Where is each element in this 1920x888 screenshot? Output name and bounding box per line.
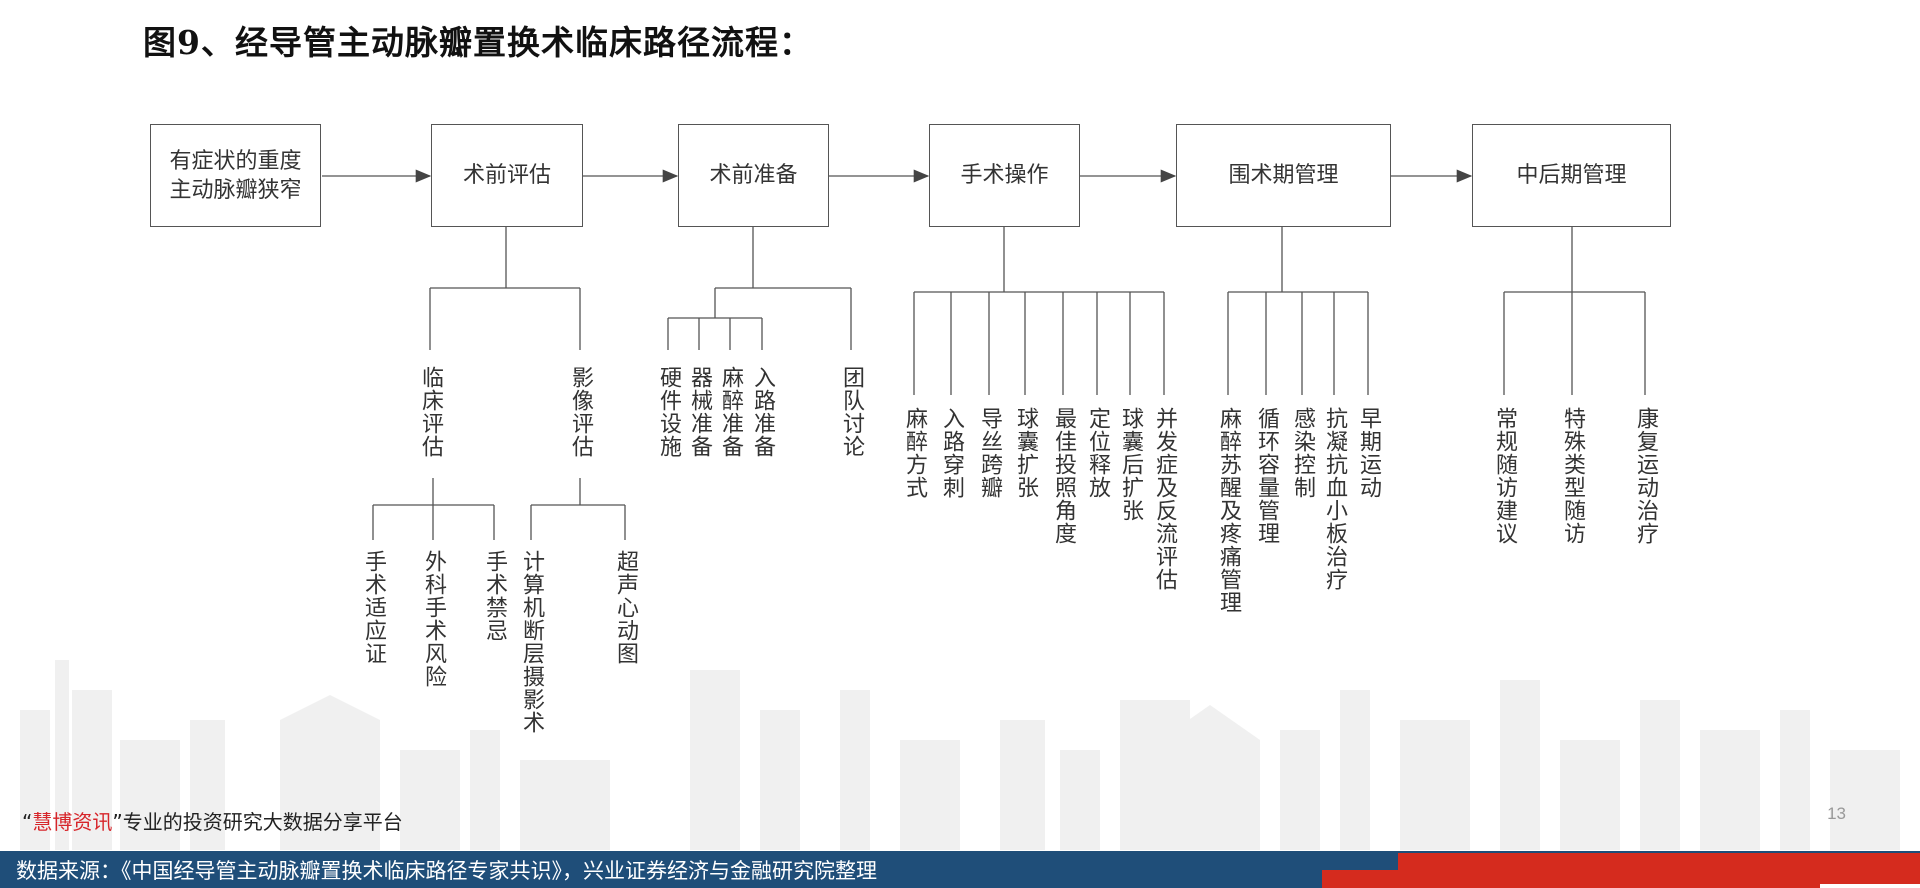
prep-hardware: 硬件设施 (656, 366, 681, 458)
prep-access: 入路准备 (750, 366, 775, 458)
diagram-title: 图9、经导管主动脉瓣置换术临床路径流程： (143, 23, 813, 62)
late-special-followup: 特殊类型随访 (1560, 407, 1585, 545)
peri-circulation-volume: 循环容量管理 (1254, 407, 1279, 545)
op-anesthesia-method: 麻醉方式 (902, 407, 927, 499)
op-complication-assessment: 并发症及反流评估 (1152, 407, 1177, 591)
prep-anesthesia: 麻醉准备 (718, 366, 743, 458)
clinical-assessment-label: 临床评估 (418, 366, 443, 458)
footer-accent-step (1322, 870, 1402, 888)
clinical-child-contraindication: 手术禁忌 (482, 550, 507, 642)
peri-anesthesia-recovery: 麻醉苏醒及疼痛管理 (1216, 407, 1241, 614)
step-symptomatic-stenosis: 有症状的重度 主动脉瓣狭窄 (150, 124, 321, 227)
late-rehab-exercise: 康复运动治疗 (1633, 407, 1658, 545)
peri-anticoagulation: 抗凝抗血小板治疗 (1322, 407, 1347, 591)
page-number: 13 (1827, 804, 1846, 823)
op-best-angle: 最佳投照角度 (1051, 407, 1076, 545)
brand-close-quote: ” (112, 810, 123, 834)
brand-slogan: “慧博资讯”专业的投资研究大数据分享平台 (22, 806, 403, 835)
clinical-child-indication: 手术适应证 (361, 550, 386, 665)
step-perioperative: 围术期管理 (1176, 124, 1391, 227)
brand-name: 慧博资讯 (32, 810, 113, 834)
step-pre-assessment: 术前评估 (431, 124, 583, 227)
imaging-assessment-label: 影像评估 (568, 366, 593, 458)
prep-instruments: 器械准备 (687, 366, 712, 458)
footer-accent-white (1820, 884, 1920, 888)
footer-accent-red (1398, 853, 1920, 888)
source-note: 数据来源：《中国经导管主动脉瓣置换术临床路径专家共识》，兴业证券经济与金融研究院… (16, 859, 877, 883)
late-routine-followup: 常规随访建议 (1492, 407, 1517, 545)
op-post-balloon-dilation: 球囊后扩张 (1118, 407, 1143, 522)
step-late-management: 中后期管理 (1472, 124, 1671, 227)
peri-infection-control: 感染控制 (1290, 407, 1315, 499)
step-pre-preparation: 术前准备 (678, 124, 829, 227)
brand-open-quote: “ (22, 810, 33, 834)
op-guidewire-crossing: 导丝跨瓣 (977, 407, 1002, 499)
step-operation: 手术操作 (929, 124, 1080, 227)
peri-early-exercise: 早期运动 (1356, 407, 1381, 499)
skyline-background (20, 660, 1900, 850)
op-balloon-dilation: 球囊扩张 (1013, 407, 1038, 499)
prep-team-discussion: 团队讨论 (839, 366, 864, 458)
brand-tagline: 专业的投资研究大数据分享平台 (122, 810, 403, 834)
imaging-child-echo: 超声心动图 (613, 550, 638, 665)
op-positioning-release: 定位释放 (1085, 407, 1110, 499)
clinical-child-surgical-risk: 外科手术风险 (421, 550, 446, 688)
imaging-child-ct: 计算机断层摄影术 (519, 550, 544, 734)
op-access-puncture: 入路穿刺 (939, 407, 964, 499)
